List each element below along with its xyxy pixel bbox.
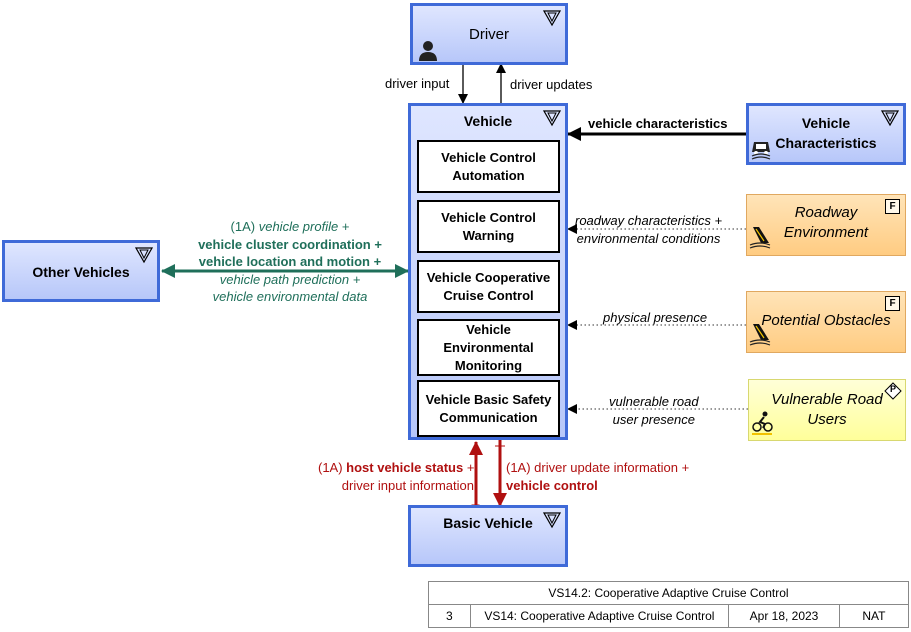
flow-prefix: (1A) xyxy=(318,460,347,475)
road-icon xyxy=(749,227,771,249)
flow-suffix: + xyxy=(463,460,475,475)
subsystem-line: Monitoring xyxy=(454,357,523,373)
flow-item: vehicle path prediction + xyxy=(219,271,361,287)
other-vehicles-node[interactable]: Other Vehicles xyxy=(2,240,160,302)
title-block-number: 3 xyxy=(428,604,471,628)
roadway-flow-label: roadway characteristics + environmental c… xyxy=(575,212,722,248)
car-icon xyxy=(751,142,771,160)
flow-line: (1A) vehicle profile + xyxy=(231,219,350,234)
label-line: Vulnerable Road xyxy=(771,391,883,408)
vru-flow-label: vulnerable road user presence xyxy=(609,393,699,429)
driver-updates-label: driver updates xyxy=(510,77,593,92)
flow-item: vehicle cluster coordination + xyxy=(198,236,382,252)
vehicle-control-label: (1A) driver update information + vehicle… xyxy=(506,459,689,495)
label-line: Vehicle xyxy=(801,115,851,131)
flow-suffix: + xyxy=(338,219,350,234)
potential-obstacles-label: Potential Obstacles xyxy=(761,312,891,329)
label-line: Roadway xyxy=(794,204,858,221)
flow-item: vehicle control xyxy=(506,478,598,493)
participant-badge: P xyxy=(889,384,896,394)
other-vehicles-label: Other Vehicles xyxy=(32,264,130,280)
subsystem-line: Cruise Control xyxy=(443,287,534,303)
flow-item: vehicle profile xyxy=(258,219,339,234)
subsystem-line: Environmental xyxy=(443,339,534,355)
flow-line: environmental conditions xyxy=(576,231,721,246)
vehicle-label: Vehicle xyxy=(463,113,513,129)
driver-node[interactable]: Driver xyxy=(410,3,568,65)
flow-item: host vehicle status xyxy=(346,460,464,475)
cyclist-icon xyxy=(752,411,773,435)
flow-line: roadway characteristics + xyxy=(575,213,723,228)
driver-input-label: driver input xyxy=(385,76,450,91)
vehicle-characteristics-flow-label: vehicle characteristics xyxy=(588,116,728,131)
flow-item: vehicle environmental data xyxy=(212,289,368,304)
label-line: Users xyxy=(807,411,847,428)
label-line: Environment xyxy=(783,224,869,241)
subsystem-line: Vehicle Basic Safety xyxy=(425,391,552,407)
subsystem-line: Automation xyxy=(452,167,525,183)
subsystem-line: Vehicle Control xyxy=(441,209,536,225)
subsystem-line: Warning xyxy=(462,227,515,243)
chevron-down-icon xyxy=(881,110,899,127)
host-vehicle-status-label: (1A) host vehicle status + driver input … xyxy=(318,459,474,495)
chevron-down-icon xyxy=(543,10,561,27)
chevron-down-icon xyxy=(543,512,561,529)
title-block: VS14.2: Cooperative Adaptive Cruise Cont… xyxy=(428,581,910,628)
title-block-title: VS14.2: Cooperative Adaptive Cruise Cont… xyxy=(428,581,909,605)
flow-item: driver input information xyxy=(341,478,474,493)
potential-obstacles-node[interactable]: Potential Obstacles F xyxy=(746,291,906,353)
other-vehicles-flow-label: (1A) vehicle profile + vehicle cluster c… xyxy=(195,218,385,306)
flow-item: (1A) driver update information + xyxy=(506,460,690,475)
flow-prefix: (1A) xyxy=(230,219,259,234)
title-block-org: NAT xyxy=(838,604,910,628)
driver-label: Driver xyxy=(469,26,509,43)
subsystem-line: Vehicle Control xyxy=(441,149,536,165)
title-block-date: Apr 18, 2023 xyxy=(728,604,840,628)
field-badge: F xyxy=(885,199,900,214)
title-block-service: VS14: Cooperative Adaptive Cruise Contro… xyxy=(469,604,730,628)
subsystem-line: Vehicle Cooperative xyxy=(426,269,551,285)
flow-line: vulnerable road xyxy=(609,394,699,409)
flow-line: user presence xyxy=(612,412,695,427)
diamond-badge-icon xyxy=(884,382,902,400)
road-icon xyxy=(749,324,771,346)
basic-vehicle-node[interactable]: Basic Vehicle xyxy=(408,505,568,567)
chevron-down-icon xyxy=(135,247,153,264)
basic-vehicle-label: Basic Vehicle xyxy=(443,515,533,531)
subsystem-line: Vehicle xyxy=(466,321,511,337)
person-icon xyxy=(419,41,437,61)
field-badge: F xyxy=(885,296,900,311)
physical-presence-label: physical presence xyxy=(603,310,708,325)
label-line: Characteristics xyxy=(775,135,877,151)
flow-item: vehicle location and motion + xyxy=(198,254,382,269)
chevron-down-icon xyxy=(543,110,561,127)
subsystem-line: Communication xyxy=(439,409,538,425)
